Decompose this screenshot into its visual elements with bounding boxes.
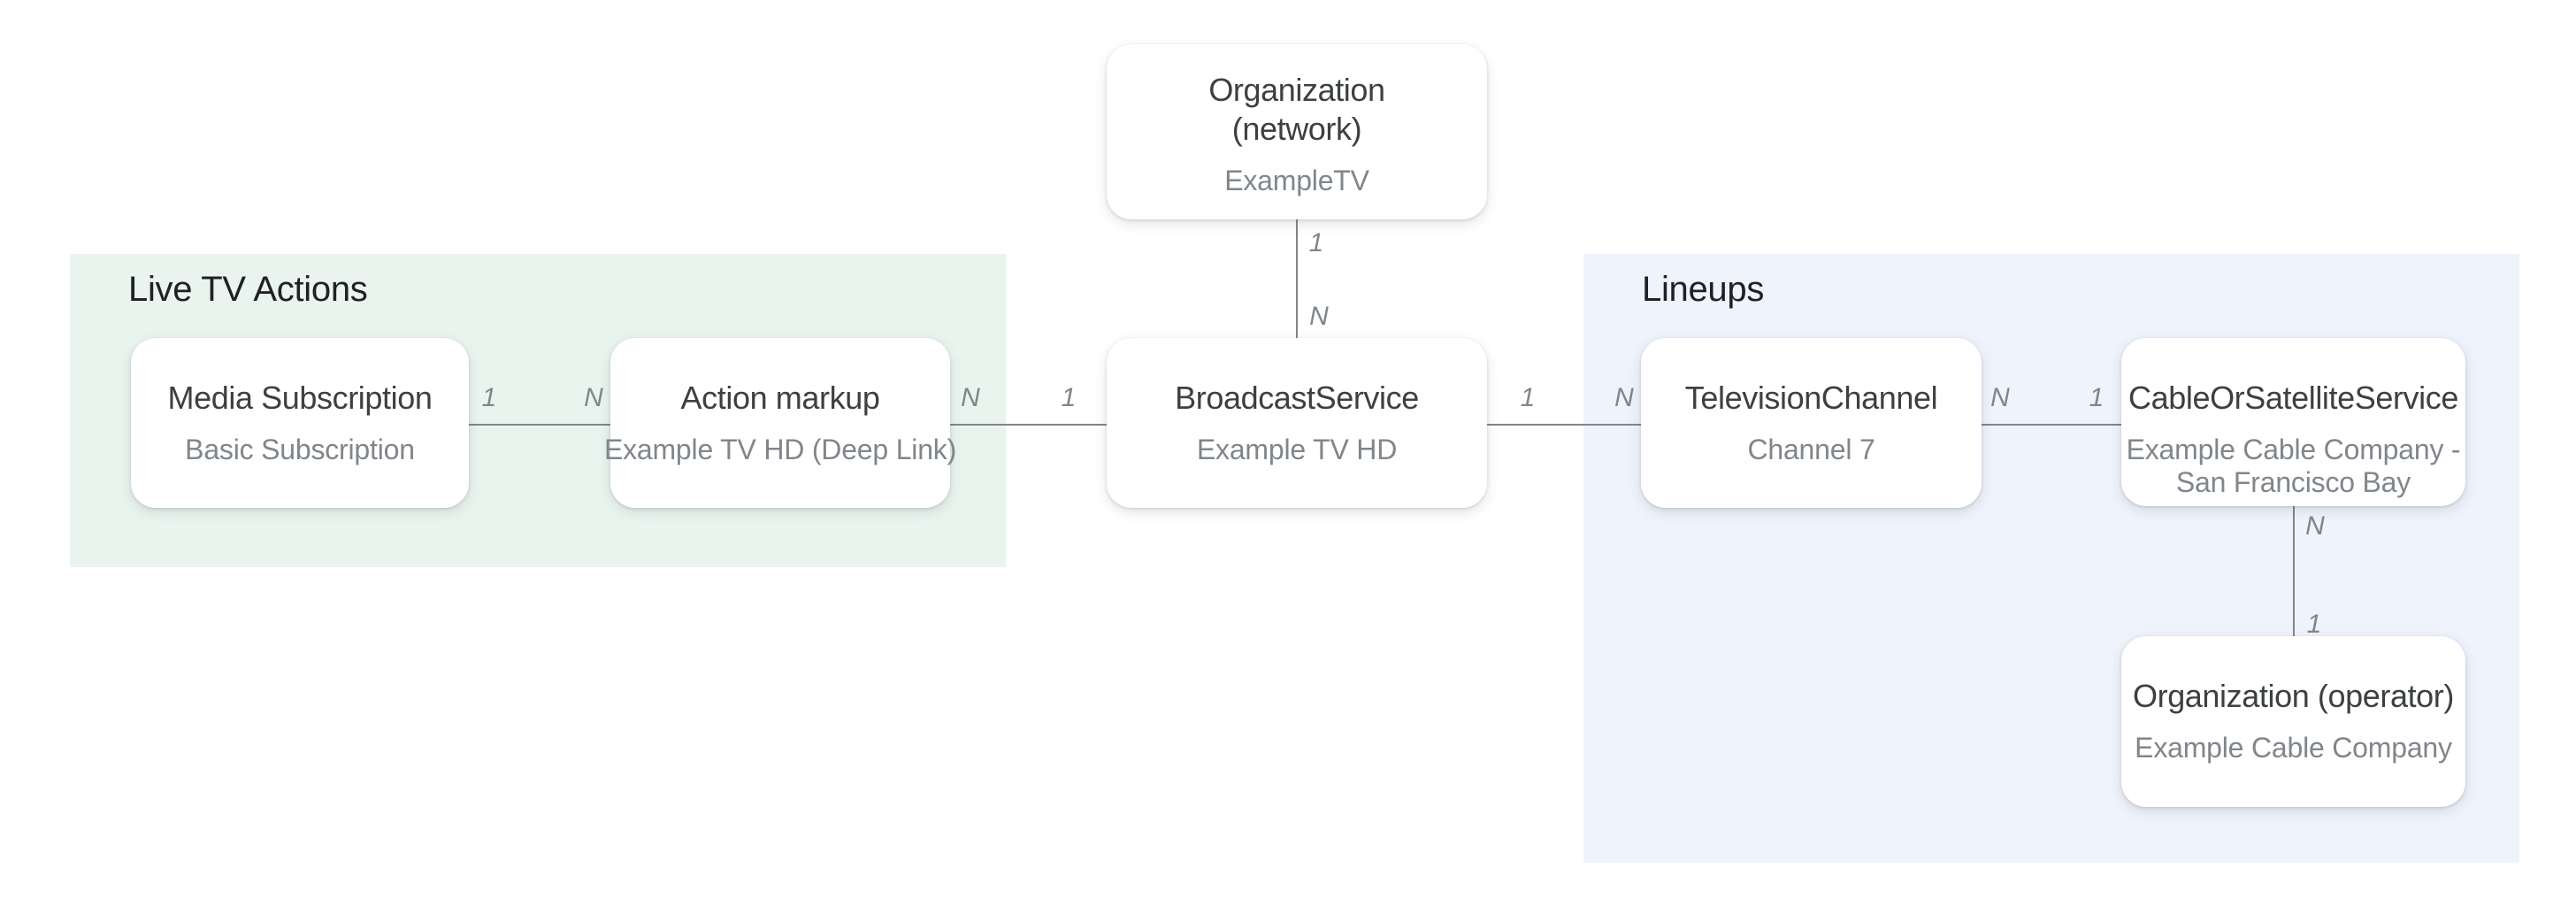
node-subtitle-line: San Francisco Bay	[2175, 466, 2411, 498]
node-title-line: TelevisionChannel	[1684, 380, 1938, 416]
node-subtitle-line: Example TV HD (Deep Link)	[603, 434, 957, 465]
node-broadcast-service: BroadcastService Example TV HD	[1107, 338, 1487, 508]
cardinality-label: N	[1614, 383, 1634, 412]
node-title-line: Media Subscription	[167, 380, 433, 416]
node-subtitle: Basic Subscription	[185, 434, 415, 466]
node-subtitle: Example TV HD	[1197, 434, 1397, 466]
connector-cable-to-operator	[2293, 506, 2295, 636]
node-title-line: Organization (operator)	[2133, 678, 2454, 714]
node-subtitle-line: Example Cable Company -	[2126, 434, 2461, 465]
node-subtitle: Channel 7	[1747, 434, 1874, 466]
cardinality-label: N	[1990, 383, 2010, 412]
node-title-line: (network)	[1231, 111, 1362, 147]
cardinality-label: 1	[1520, 383, 1536, 412]
connector-broadcast-to-television	[1487, 424, 1641, 426]
node-media-subscription: Media Subscription Basic Subscription	[131, 338, 469, 508]
node-title: CableOrSatelliteService	[2128, 379, 2458, 418]
cardinality-label: N	[1309, 302, 1329, 331]
node-organization-operator: Organization (operator) Example Cable Co…	[2121, 636, 2465, 807]
node-action-markup: Action markup Example TV HD (Deep Link)	[604, 338, 956, 508]
node-subtitle: ExampleTV	[1224, 165, 1369, 197]
node-subtitle-line: Channel 7	[1747, 434, 1875, 465]
node-title: Organization (operator)	[2133, 677, 2454, 716]
node-title: Action markup	[681, 379, 880, 418]
node-subtitle-line: Example Cable Company	[2135, 732, 2452, 764]
node-title: Media Subscription	[168, 379, 433, 418]
connector-television-to-cable	[1982, 424, 2121, 426]
node-television-channel: TelevisionChannel Channel 7	[1641, 338, 1982, 508]
cardinality-label: 1	[481, 383, 497, 412]
connector-media-to-action	[469, 424, 610, 426]
node-cable-or-satellite-service: CableOrSatelliteService Example Cable Co…	[2121, 338, 2465, 506]
node-title-line: CableOrSatelliteService	[2128, 380, 2458, 416]
cardinality-label: 1	[2089, 383, 2104, 412]
cardinality-label: 1	[2306, 610, 2322, 639]
node-title: TelevisionChannel	[1684, 379, 1938, 418]
node-title: BroadcastService	[1175, 379, 1419, 418]
cardinality-label: N	[961, 383, 980, 412]
connector-action-to-broadcast	[950, 424, 1107, 426]
node-title-line: Organization	[1208, 72, 1385, 108]
group-title-lineups: Lineups	[1642, 270, 1765, 309]
group-title-live-tv-actions: Live TV Actions	[128, 270, 368, 309]
cardinality-label: 1	[1061, 383, 1077, 412]
node-title-line: BroadcastService	[1175, 380, 1419, 416]
connector-network-to-broadcast	[1296, 219, 1298, 338]
node-organization-network: Organization (network) ExampleTV	[1107, 44, 1487, 219]
node-subtitle: Example Cable Company - San Francisco Ba…	[2127, 434, 2461, 499]
cardinality-label: N	[2305, 511, 2325, 541]
cardinality-label: N	[584, 383, 603, 412]
node-subtitle: Example Cable Company	[2135, 732, 2452, 764]
node-title-line: Action markup	[680, 380, 880, 416]
node-subtitle-line: Example TV HD	[1196, 434, 1398, 465]
node-subtitle-line: Basic Subscription	[185, 434, 415, 465]
node-subtitle: Example TV HD (Deep Link)	[604, 434, 956, 466]
node-subtitle-line: ExampleTV	[1224, 165, 1369, 196]
cardinality-label: 1	[1308, 228, 1324, 257]
node-title: Organization (network)	[1208, 71, 1385, 149]
